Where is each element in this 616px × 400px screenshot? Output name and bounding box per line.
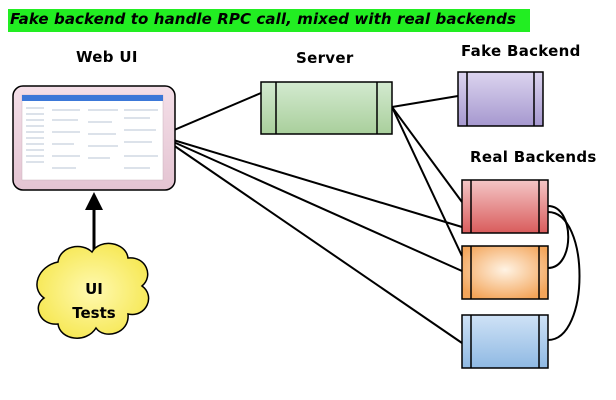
title-highlight <box>8 9 530 32</box>
web-ui-label: Web UI <box>76 48 138 66</box>
server-label: Server <box>296 49 354 67</box>
edge-webui-real-red <box>159 135 463 228</box>
edge-red-blue <box>547 211 581 341</box>
edge-webui-real-blue <box>159 135 463 344</box>
fake-backend-node <box>457 71 544 127</box>
real-backends-label: Real Backends <box>470 148 597 166</box>
ui-tests-label-line1: UI <box>85 280 103 298</box>
real-backend-orange-node <box>461 245 549 300</box>
real-backend-red-node <box>461 179 549 234</box>
fake-backend-label: Fake Backend <box>461 42 581 60</box>
server-node <box>260 81 393 135</box>
ui-tests-cloud-icon <box>36 242 150 339</box>
edge-webui-server <box>159 92 262 137</box>
arrow-head-icon <box>85 192 103 210</box>
edge-server-real-red <box>391 106 463 203</box>
ui-tests-label: UI Tests <box>62 277 126 325</box>
edge-red-orange <box>547 205 570 269</box>
edge-server-real-orange <box>391 106 463 257</box>
edge-webui-real-orange <box>159 135 463 272</box>
edge-server-fake <box>391 95 459 108</box>
real-backend-blue-node <box>461 314 549 369</box>
diagram-title: Fake backend to handle RPC call, mixed w… <box>10 10 517 28</box>
ui-tests-label-line2: Tests <box>72 304 116 322</box>
web-ui-node <box>12 85 176 191</box>
